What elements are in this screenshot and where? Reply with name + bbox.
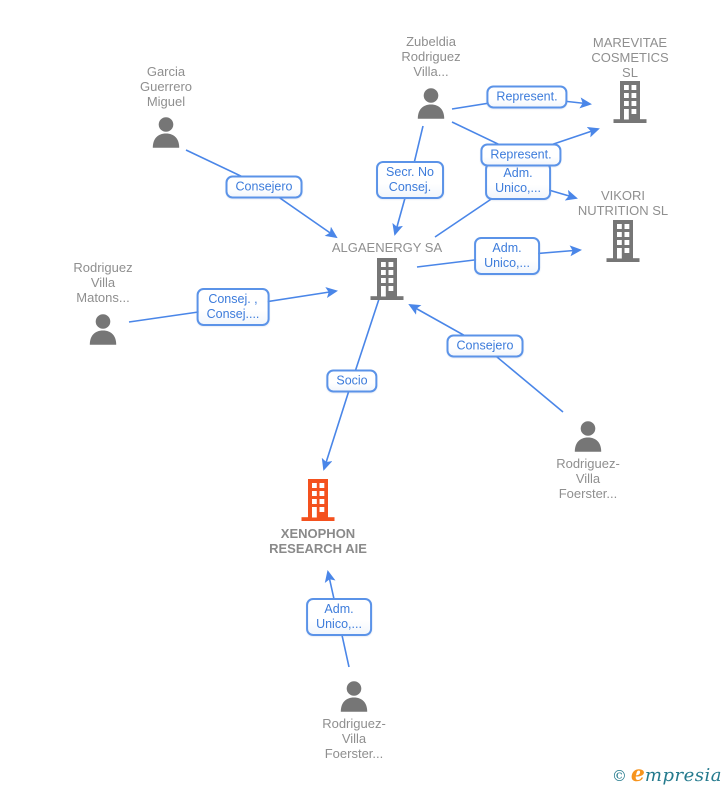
edge-label-text: Represent. bbox=[490, 147, 552, 162]
node-name-line: Rodriguez bbox=[401, 49, 461, 64]
node-name-line: MAREVITAE bbox=[592, 35, 668, 50]
building-icon[interactable] bbox=[604, 220, 642, 262]
edge-label-text: Socio bbox=[336, 373, 368, 388]
edge-rodriguez-villa-foerster-1-to-algaenergy-sa bbox=[408, 304, 564, 413]
edge-label-rodriguez-villa-matons-to-algaenergy-sa[interactable]: Consej. ,Consej.... bbox=[196, 288, 270, 326]
node-name-line: Zubeldia bbox=[406, 34, 456, 49]
copyright-symbol: © bbox=[611, 767, 627, 785]
node-name-line: Villa bbox=[90, 275, 116, 290]
edge-label-text: Unico,... bbox=[316, 617, 362, 631]
edge-label-text: Consej. , bbox=[208, 292, 258, 306]
edge-label-text: Secr. No bbox=[386, 165, 434, 179]
edge-label-text: Unico,... bbox=[495, 181, 541, 195]
edge-label-algaenergy-sa-to-xenophon-research-aie[interactable]: Socio bbox=[326, 369, 378, 393]
node-name-line: RESEARCH AIE bbox=[269, 541, 367, 556]
node-name-line: NUTRITION SL bbox=[577, 203, 669, 218]
node-name-line: Matons... bbox=[76, 290, 130, 305]
edge-label-text: Adm. bbox=[492, 241, 522, 255]
edge-label-rodriguez-villa-foerster-1-to-algaenergy-sa[interactable]: Consejero bbox=[446, 334, 524, 358]
person-icon[interactable] bbox=[414, 87, 448, 121]
edge-label-text: Consejero bbox=[456, 338, 514, 353]
node-name-line: VIKORI bbox=[600, 188, 646, 203]
edge-label-text: Adm. bbox=[324, 602, 354, 616]
node-name-line: Garcia bbox=[146, 64, 186, 79]
node-name-line: Villa... bbox=[413, 64, 449, 79]
node-name-line: Guerrero bbox=[139, 79, 193, 94]
node-name-line: Foerster... bbox=[324, 746, 384, 761]
building-icon[interactable] bbox=[299, 479, 337, 521]
edge-label-text: Adm. bbox=[503, 166, 533, 180]
person-icon[interactable] bbox=[337, 680, 371, 714]
person-icon[interactable] bbox=[86, 313, 120, 347]
node-name-line: Rodriguez- bbox=[322, 716, 386, 731]
edge-label-algaenergy-sa-to-vikori-nutrition-sl[interactable]: Adm.Unico,... bbox=[474, 237, 540, 275]
node-name-line: SL bbox=[622, 65, 638, 80]
node-name-line: Rodriguez bbox=[73, 260, 133, 275]
node-name-line: Villa bbox=[341, 731, 367, 746]
node-name-line: XENOPHON bbox=[280, 526, 356, 541]
node-name-algaenergy-sa: ALGAENERGY SA bbox=[307, 240, 467, 255]
building-icon[interactable] bbox=[611, 81, 649, 123]
edge-label-text: Unico,... bbox=[484, 256, 530, 270]
edge-label-text: Consej.... bbox=[206, 307, 260, 321]
brand-wordmark: empresia bbox=[630, 761, 722, 787]
edge-label-algaenergy-sa-to-vikori-nutrition-sl[interactable]: Adm.Unico,... bbox=[485, 162, 551, 200]
node-name-line: COSMETICS bbox=[591, 50, 669, 65]
person-icon[interactable] bbox=[149, 116, 183, 150]
edge-label-garcia-guerrero-miguel-to-algaenergy-sa[interactable]: Consejero bbox=[225, 175, 303, 199]
node-name-line: Rodriguez- bbox=[556, 456, 620, 471]
edge-label-zubeldia-rodriguez-villa-to-marevitae-cosmetics-sl[interactable]: Represent. bbox=[480, 143, 562, 167]
edge-label-zubeldia-rodriguez-villa-to-marevitae-cosmetics-sl[interactable]: Represent. bbox=[486, 85, 568, 109]
building-icon[interactable] bbox=[368, 258, 406, 300]
person-icon[interactable] bbox=[571, 420, 605, 454]
edge-label-text: Consej. bbox=[388, 180, 432, 194]
edge-label-text: Consejero bbox=[235, 179, 293, 194]
node-name-line: Villa bbox=[575, 471, 601, 486]
empresia-logo[interactable]: © empresia bbox=[612, 761, 722, 787]
edge-label-text: Represent. bbox=[496, 89, 558, 104]
node-name-line: ALGAENERGY SA bbox=[331, 240, 443, 255]
node-name-line: Foerster... bbox=[558, 486, 618, 501]
node-name-line: Miguel bbox=[146, 94, 186, 109]
edge-label-rodriguez-villa-foerster-2-to-xenophon-research-aie[interactable]: Adm.Unico,... bbox=[306, 598, 372, 636]
